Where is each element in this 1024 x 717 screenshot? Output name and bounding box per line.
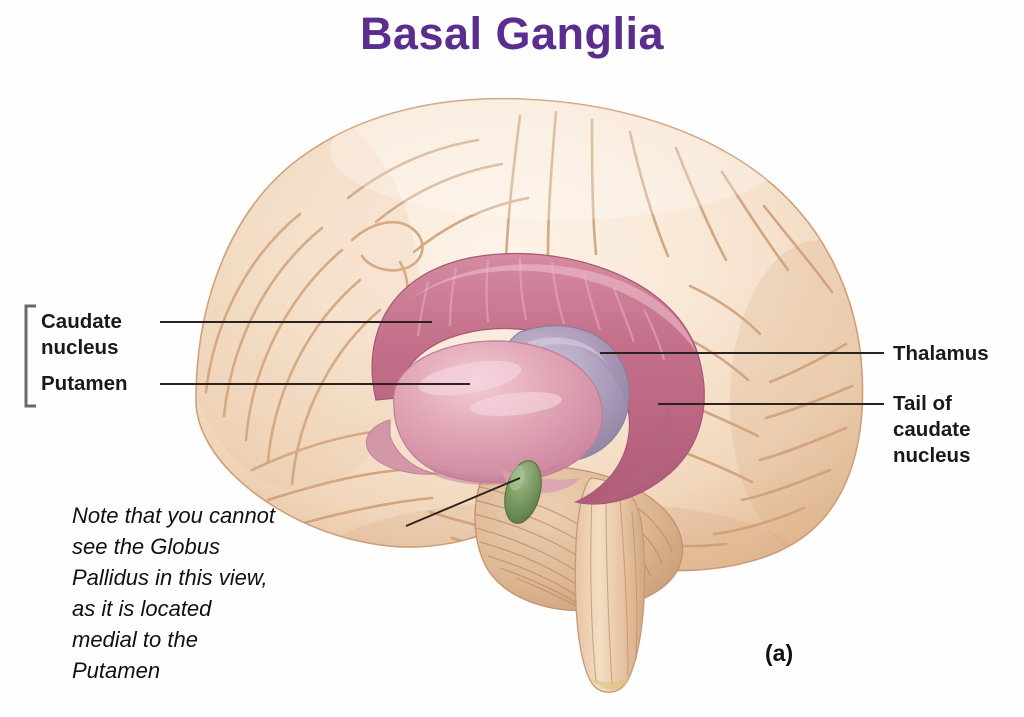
- bracket-left: [24, 304, 36, 408]
- putamen-highlights: [418, 360, 562, 416]
- globus-pallidus-note: Note that you cannot see the Globus Pall…: [72, 503, 276, 683]
- label-thalamus: Thalamus: [893, 342, 989, 365]
- label-putamen: Putamen: [41, 372, 128, 395]
- caudate-nucleus: [371, 252, 705, 505]
- panel-letter: (a): [765, 640, 794, 666]
- putamen: [366, 340, 603, 485]
- leader-lines: [160, 321, 884, 527]
- label-tail-of-caudate-nucleus: Tail of caudate nucleus: [893, 392, 971, 467]
- label-caudate-nucleus: Caudate nucleus: [41, 310, 122, 359]
- brainstem: [574, 477, 646, 693]
- page-title: Basal Ganglia: [359, 8, 665, 59]
- brainstem-striations: [590, 491, 638, 685]
- amygdala: [504, 460, 542, 524]
- leader-amygdala-note: [405, 477, 521, 527]
